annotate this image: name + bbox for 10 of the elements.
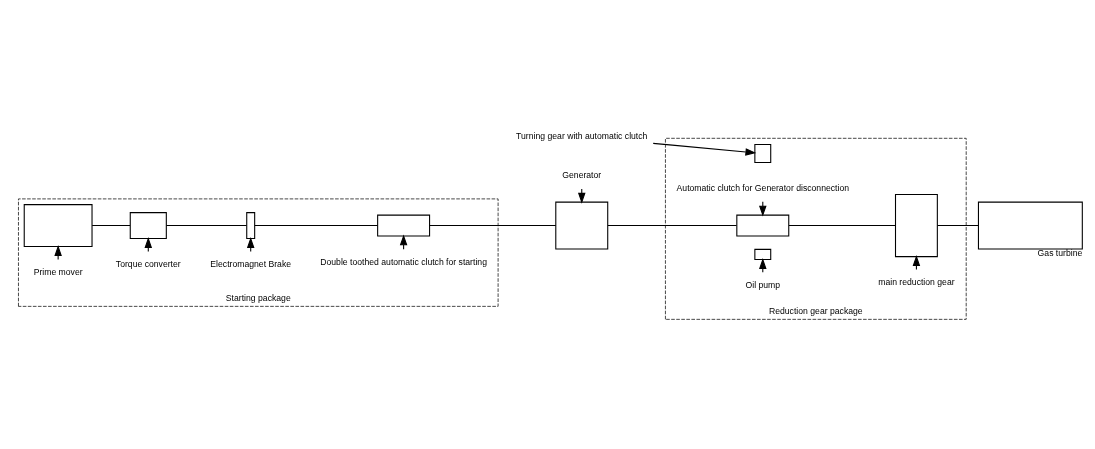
node-text: Automatic clutch for Generator disconnection [676,183,850,194]
node-text: main reduction gear [878,276,955,287]
node-text: Oil pump [745,279,781,290]
node-text: Torque converter [115,258,181,269]
node-text: Electromagnet Brake [210,258,292,269]
node-text: Generator [562,170,602,181]
node-label: Gas turbine [1037,247,1083,258]
node-text: Prime mover [33,266,83,277]
node-text: Double toothed automatic clutch for starting [320,256,487,267]
node-text: Turning gear with automatic clutch [516,131,648,142]
